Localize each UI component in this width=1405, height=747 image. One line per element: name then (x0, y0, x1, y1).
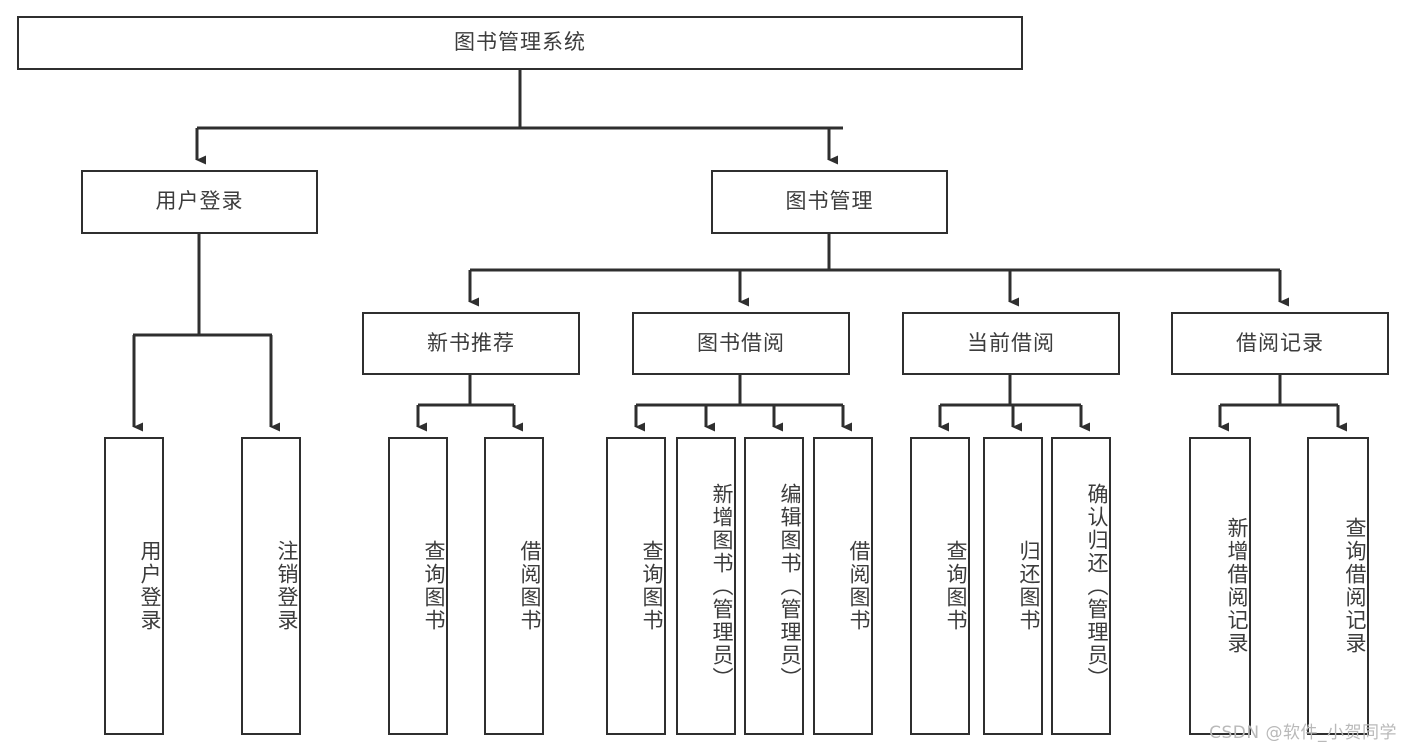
node-label: 查询图书 (422, 540, 446, 632)
node-label: 注销登录 (275, 540, 299, 632)
leaf-borrow-book[interactable]: 借阅图书 (813, 437, 873, 735)
leaf-return-book[interactable]: 归还图书 (983, 437, 1043, 735)
node-label: 图书借阅 (697, 330, 785, 355)
node-new-book-recommend[interactable]: 新书推荐 (362, 312, 580, 375)
node-label: 编辑图书（管理员） (778, 482, 802, 690)
leaf-confirm-return-admin[interactable]: 确认归还（管理员） (1051, 437, 1111, 735)
node-user-login[interactable]: 用户登录 (81, 170, 318, 234)
node-label: 查询图书 (640, 540, 664, 632)
node-label: 借阅图书 (518, 540, 542, 632)
node-current-borrow[interactable]: 当前借阅 (902, 312, 1120, 375)
node-borrow-record[interactable]: 借阅记录 (1171, 312, 1389, 375)
leaf-logout[interactable]: 注销登录 (241, 437, 301, 735)
leaf-user-login[interactable]: 用户登录 (104, 437, 164, 735)
node-book-management[interactable]: 图书管理 (711, 170, 948, 234)
leaf-add-borrow-record[interactable]: 新增借阅记录 (1189, 437, 1251, 735)
node-label: 新增借阅记录 (1225, 517, 1249, 655)
node-label: 借阅图书 (847, 540, 871, 632)
node-label: 用户登录 (138, 540, 162, 632)
node-label: 图书管理系统 (454, 30, 586, 55)
node-label: 用户登录 (155, 189, 244, 214)
node-root-system[interactable]: 图书管理系统 (17, 16, 1023, 70)
node-label: 新书推荐 (427, 330, 515, 355)
node-book-borrow[interactable]: 图书借阅 (632, 312, 850, 375)
leaf-edit-book-admin[interactable]: 编辑图书（管理员） (744, 437, 804, 735)
node-label: 图书管理 (785, 189, 874, 214)
node-label: 借阅记录 (1236, 330, 1324, 355)
leaf-query-book-current[interactable]: 查询图书 (910, 437, 970, 735)
node-label: 确认归还（管理员） (1085, 482, 1109, 690)
leaf-query-book-rec[interactable]: 查询图书 (388, 437, 448, 735)
node-label: 当前借阅 (967, 330, 1055, 355)
leaf-query-book-borrow[interactable]: 查询图书 (606, 437, 666, 735)
node-label: 归还图书 (1017, 540, 1041, 632)
leaf-borrow-book-rec[interactable]: 借阅图书 (484, 437, 544, 735)
leaf-query-borrow-record[interactable]: 查询借阅记录 (1307, 437, 1369, 735)
leaf-add-book-admin[interactable]: 新增图书（管理员） (676, 437, 736, 735)
node-label: 查询借阅记录 (1343, 517, 1367, 655)
node-label: 查询图书 (944, 540, 968, 632)
node-label: 新增图书（管理员） (710, 482, 734, 690)
